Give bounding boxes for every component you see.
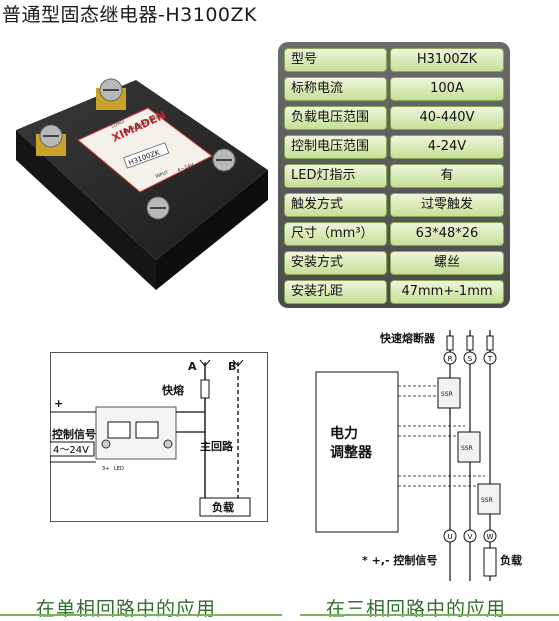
output-u-label: U xyxy=(447,533,452,541)
phase-s-label: S xyxy=(468,355,473,363)
spec-row: LED灯指示有 xyxy=(284,164,504,188)
spec-label: 标称电流 xyxy=(284,77,387,101)
fast-fuse-label: 快速熔断器 xyxy=(379,331,436,345)
fuse-label: 快熔 xyxy=(161,383,185,397)
spec-value: H3100ZK xyxy=(390,48,504,72)
spec-value: 4-24V xyxy=(390,135,504,159)
load-label: 负载 xyxy=(212,500,234,514)
single-phase-caption: 在单相回路中的应用 xyxy=(36,598,217,620)
spec-label: 安装孔距 xyxy=(284,280,387,304)
spec-row: 触发方式过零触发 xyxy=(284,193,504,217)
spec-label: 型号 xyxy=(284,48,387,72)
spec-label: 安装方式 xyxy=(284,251,387,275)
phase-a-label: A xyxy=(188,360,197,373)
product-photo: XIMADEN H3100ZK LOAD 40~440VAC/100A INPU… xyxy=(16,78,268,290)
caption-underline xyxy=(0,614,282,616)
phase-t-label: T xyxy=(487,355,493,363)
ssr-label: SSR xyxy=(481,497,493,504)
ssr-label: SSR xyxy=(441,391,453,398)
spec-row: 尺寸（mm³）63*48*26 xyxy=(284,222,504,246)
page-title: 普通型固态继电器-H3100ZK xyxy=(2,4,257,26)
screw-terminal xyxy=(212,148,236,172)
spec-value: 过零触发 xyxy=(390,193,504,217)
spec-value: 47mm+-1mm xyxy=(390,280,504,304)
spec-value: 40-440V xyxy=(390,106,504,130)
spec-value: 63*48*26 xyxy=(390,222,504,246)
spec-value: 螺丝 xyxy=(390,251,504,275)
caption-underline xyxy=(300,614,559,616)
screw-terminal xyxy=(146,196,170,220)
led-label: LED xyxy=(114,466,124,472)
spec-row: 安装方式螺丝 xyxy=(284,251,504,275)
controller-label-2: 调整器 xyxy=(330,444,373,461)
controller-label-1: 电力 xyxy=(330,425,358,442)
spec-value: 有 xyxy=(390,164,504,188)
control-signal-label: * +,- 控制信号 xyxy=(362,553,437,567)
three-phase-diagram: 快速熔断器 R S T U V W 电力 调整器 SSR SSR SSR * xyxy=(315,330,522,581)
screw-terminal xyxy=(96,78,126,110)
terminal-3-label: 3+ xyxy=(102,466,109,472)
plus-label: + xyxy=(54,397,63,410)
spec-value: 100A xyxy=(390,77,504,101)
spec-label: 触发方式 xyxy=(284,193,387,217)
main-loop-label: 主回路 xyxy=(200,439,234,453)
screw-terminal xyxy=(36,124,66,156)
input-text: INPUT xyxy=(155,170,170,180)
control-range-label: 4～24V xyxy=(53,445,89,456)
phase-b-label: B xyxy=(228,360,236,373)
phase-r-label: R xyxy=(448,355,453,363)
control-text: 4~24V xyxy=(177,162,196,174)
control-signal-label: 控制信号 xyxy=(52,427,96,441)
ssr-label: SSR xyxy=(461,445,473,452)
spec-label: 负载电压范围 xyxy=(284,106,387,130)
spec-label: LED灯指示 xyxy=(284,164,387,188)
output-w-label: W xyxy=(487,533,494,541)
three-phase-caption: 在三相回路中的应用 xyxy=(326,598,507,620)
load-label: 负载 xyxy=(500,553,522,567)
spec-label: 控制电压范围 xyxy=(284,135,387,159)
spec-label: 尺寸（mm³） xyxy=(284,222,387,246)
single-phase-diagram: A B 快熔 + - 控制信号 4～24V 3+ LED 主回路 负载 xyxy=(50,352,268,522)
output-v-label: V xyxy=(468,533,473,541)
load-text: LOAD xyxy=(110,119,125,130)
